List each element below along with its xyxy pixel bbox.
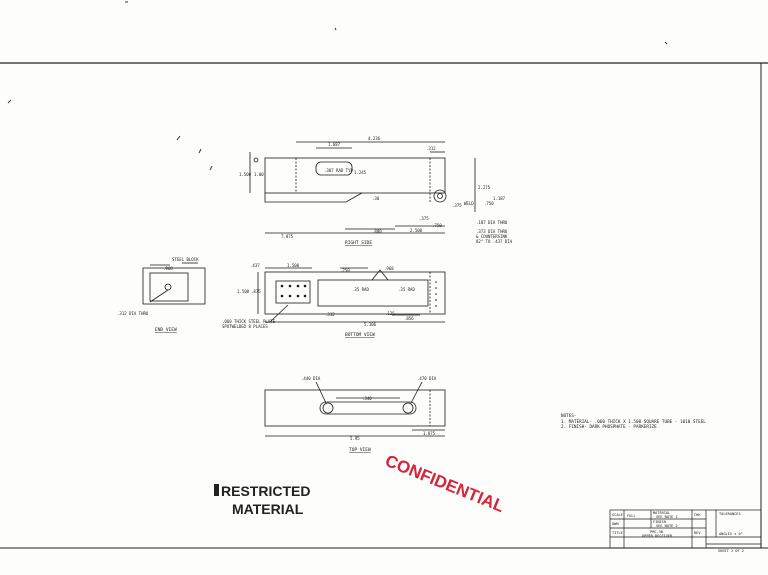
finish-value: SEE NOTE 2 xyxy=(656,524,678,528)
dim-38: .38 xyxy=(372,196,380,201)
dim-4236: 4.236 xyxy=(368,136,381,141)
dim-968-end: .968 xyxy=(163,266,173,271)
dwn-label: DWN xyxy=(612,522,619,526)
bottom-view-rivets xyxy=(280,281,437,307)
end-view-caption: END VIEW xyxy=(155,327,177,333)
dim-1875: 1.875 xyxy=(423,431,436,436)
material-text: MATERIAL xyxy=(232,501,304,517)
hole-312-label: .312 DIA THRU xyxy=(117,311,149,316)
notes-block: NOTES- 1. MATERIAL- .060 THICK X 1.500 S… xyxy=(561,413,706,430)
countersink-callout-3: 82° TO .437 DIA xyxy=(476,239,513,244)
dim-125: .125 xyxy=(385,311,395,316)
stamp-bar xyxy=(214,484,219,496)
bottom-view xyxy=(257,267,446,323)
material-label: MATERIAL xyxy=(653,511,670,515)
dim-375: .375 xyxy=(452,203,462,208)
title-line-2: UPPER RECEIVER xyxy=(642,534,673,538)
dim-437: .437 xyxy=(250,263,260,268)
dim-250: .250 xyxy=(340,268,350,273)
dim-875: .875 xyxy=(251,289,261,294)
dim-340: .340 xyxy=(362,396,372,401)
dim-312-bottom: .312 xyxy=(325,312,335,317)
material-value: SEE NOTE 1 xyxy=(656,515,678,519)
dim-387-rad: .387 RAD TYP xyxy=(324,168,353,173)
right-side-dimensions: 1.687 4.236 .312 1.500 1.00 1.245 .387 R… xyxy=(239,136,513,246)
dim-312: .312 xyxy=(426,146,436,151)
end-view-hole xyxy=(164,283,172,291)
right-side-view xyxy=(249,141,476,234)
dim-880: .880 xyxy=(372,229,382,234)
dim-750: .750 xyxy=(484,201,494,206)
note-line-2: 2. FINISH- DARK PHOSPHATE - PARKERIZE xyxy=(561,424,657,430)
end-view xyxy=(142,262,206,305)
dim-100: 1.00 xyxy=(254,172,264,177)
dim-2500: 2.500 xyxy=(410,228,423,233)
scale-label: SCALE xyxy=(612,513,623,517)
dim-35-rad-2: .35 RAD xyxy=(398,287,415,292)
dim-1500: 1.500 xyxy=(239,172,252,177)
title-block-text: SCALE FULL MATERIAL SEE NOTE 1 DWN FINIS… xyxy=(612,511,744,553)
dim-2275: 2.275 xyxy=(478,185,491,190)
steel-block-label: STEEL BLOCK xyxy=(172,257,199,262)
weld-label: WELD xyxy=(464,201,474,206)
top-view-dimensions: .440 DIA .470 DIA .340 5.95 1.875 TOP VI… xyxy=(301,376,437,453)
rev-label: REV xyxy=(694,531,701,535)
steel-plate xyxy=(275,280,311,304)
dim-968: .968 xyxy=(384,266,394,271)
dim-375b: .375 xyxy=(419,216,429,221)
pin-hole xyxy=(433,189,447,203)
scan-specks xyxy=(7,1,668,171)
dim-470-dia: .470 DIA xyxy=(417,376,437,381)
title-block xyxy=(609,509,762,549)
dim-595: 5.95 xyxy=(350,436,360,441)
restricted-text: RESTRICTED xyxy=(221,483,310,499)
plate-note-1: .060 THICK STEEL PLATE xyxy=(222,319,276,324)
sheet-number: SHEET 2 OF 2 xyxy=(718,549,744,553)
note-line-1: 1. MATERIAL- .060 THICK X 1.500 SQUARE T… xyxy=(561,419,706,425)
restricted-stamp: RESTRICTED MATERIAL xyxy=(214,483,310,517)
dim-5106: 5.106 xyxy=(364,322,377,327)
dim-1687: 1.687 xyxy=(328,142,341,147)
slot-window xyxy=(315,161,353,176)
notes-heading: NOTES- xyxy=(561,413,577,419)
end-view-labels: STEEL BLOCK .968 .312 DIA THRU END VIEW xyxy=(117,257,199,333)
dim-35-rad-1: .35 RAD xyxy=(352,287,369,292)
top-view xyxy=(264,381,446,437)
dim-1500-bottom: 1.500 xyxy=(287,263,300,268)
dim-750b: .750 xyxy=(432,223,442,228)
dim-1187: 1.187 xyxy=(493,196,506,201)
dim-1245: 1.245 xyxy=(354,170,367,175)
confidential-stamp: CONFIDENTIAL xyxy=(383,451,507,516)
dim-187-dia: .187 DIA THRU xyxy=(476,220,508,225)
bottom-view-dimensions: .437 1.500 .250 .968 1.500 .875 .312 .35… xyxy=(222,263,415,338)
top-slot xyxy=(319,401,417,415)
angles-label: ANGLES ± 0° xyxy=(719,532,743,536)
countersink-callout-1: .373 DIA THRU xyxy=(476,229,508,234)
right-side-caption: RIGHT SIDE xyxy=(345,240,372,246)
title-line-1: PMC-38 xyxy=(650,530,663,534)
dim-856: .856 xyxy=(404,316,414,321)
title-label: TITLE xyxy=(612,531,623,535)
scale-value: FULL xyxy=(627,514,636,518)
dim-440-dia: .440 DIA xyxy=(301,376,321,381)
tolerances-label: TOLERANCES xyxy=(719,512,741,516)
chk-label: CHK xyxy=(694,513,701,517)
countersink-callout-2: & COUNTERSINK xyxy=(476,234,508,239)
plate-note-2: SPOTWELDED 8 PLACES xyxy=(222,324,268,329)
dim-1500-side: 1.500 xyxy=(237,289,250,294)
top-view-caption: TOP VIEW xyxy=(349,447,371,453)
finish-label: FINISH xyxy=(653,520,666,524)
dim-7875: 7.875 xyxy=(281,234,294,239)
bottom-view-caption: BOTTOM VIEW xyxy=(345,332,375,338)
